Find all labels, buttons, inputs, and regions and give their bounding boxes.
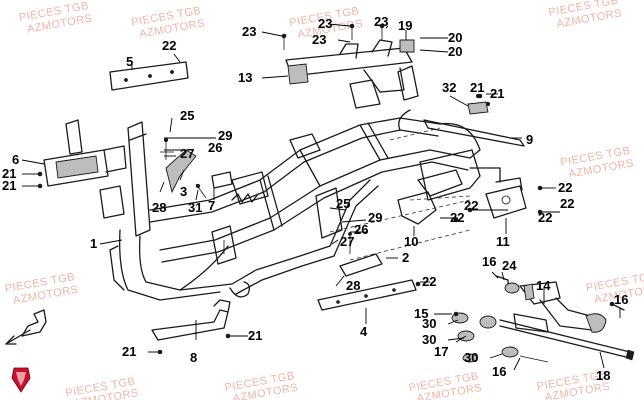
label-31: 31 [188, 200, 202, 215]
label-16c: 16 [492, 364, 506, 379]
label-21f: 21 [490, 86, 504, 101]
label-21b: 21 [2, 178, 16, 193]
label-5: 5 [126, 54, 133, 69]
label-10: 10 [404, 234, 418, 249]
label-21a: 21 [2, 166, 16, 181]
part-labels: 1 2 3 4 5 6 7 8 9 10 11 13 14 15 16 16 1… [2, 14, 628, 383]
label-13: 13 [238, 70, 252, 85]
label-1: 1 [90, 236, 97, 251]
label-22b: 22 [558, 180, 572, 195]
part-6-front-bracket [43, 119, 127, 219]
label-22e: 22 [450, 210, 464, 225]
label-26b: 26 [354, 222, 368, 237]
label-28b: 28 [346, 278, 360, 293]
bushings-30 [451, 275, 625, 363]
label-4: 4 [360, 324, 368, 339]
part-4-plate [317, 279, 417, 311]
brand-logo-icon [11, 367, 31, 393]
label-21e: 21 [470, 80, 484, 95]
label-23a: 23 [242, 24, 256, 39]
label-22a: 22 [162, 38, 176, 53]
part-3-bracket [160, 137, 197, 194]
label-11: 11 [496, 234, 510, 249]
label-22d: 22 [560, 196, 574, 211]
label-21d: 21 [248, 328, 262, 343]
part-11-plate [485, 177, 527, 219]
label-25a: 25 [180, 108, 194, 123]
label-27a: 27 [180, 146, 194, 161]
label-9: 9 [526, 132, 533, 147]
label-27b: 27 [340, 234, 354, 249]
label-20a: 20 [448, 30, 462, 45]
part-5-plate [109, 61, 189, 91]
part-2-plate [339, 232, 383, 277]
label-23d: 23 [374, 14, 388, 29]
label-15: 15 [414, 306, 428, 321]
label-8: 8 [190, 350, 197, 365]
part-18-axle-rod [499, 319, 635, 361]
label-6: 6 [12, 152, 19, 167]
label-30c: 30 [464, 350, 478, 365]
label-17: 17 [434, 344, 448, 359]
label-16b: 16 [614, 292, 628, 307]
label-3: 3 [180, 184, 187, 199]
leader-lines [21, 23, 621, 371]
label-32: 32 [442, 80, 456, 95]
part-7-bracket [195, 171, 233, 199]
label-14: 14 [536, 278, 551, 293]
label-20b: 20 [448, 44, 462, 59]
label-21c: 21 [122, 344, 136, 359]
label-23b: 23 [318, 16, 332, 31]
label-29b: 29 [368, 210, 382, 225]
label-26a: 26 [208, 140, 222, 155]
part-10-plate [397, 169, 463, 225]
watermarks: PIECES TGB AZMOTORS PIECES TGB AZMOTORS … [4, 0, 644, 400]
label-30b: 30 [422, 332, 436, 347]
label-23c: 23 [312, 32, 326, 47]
label-22f: 22 [538, 210, 552, 225]
label-29a: 29 [218, 128, 232, 143]
label-25b: 25 [336, 196, 350, 211]
part-8-lower-bracket [151, 299, 231, 341]
label-7: 7 [208, 198, 215, 213]
label-2: 2 [402, 250, 409, 265]
part-13-upper-bracket [281, 23, 419, 109]
label-18: 18 [596, 368, 610, 383]
part-9-rear-rail [423, 93, 525, 147]
label-30a: 30 [422, 316, 436, 331]
direction-arrow-icon [5, 309, 47, 345]
label-28a: 28 [152, 200, 166, 215]
label-24: 24 [502, 258, 517, 273]
label-19: 19 [398, 18, 412, 33]
main-frame [109, 109, 501, 301]
label-22g: 22 [422, 274, 436, 289]
label-16a: 16 [482, 254, 496, 269]
label-22c: 22 [464, 198, 478, 213]
